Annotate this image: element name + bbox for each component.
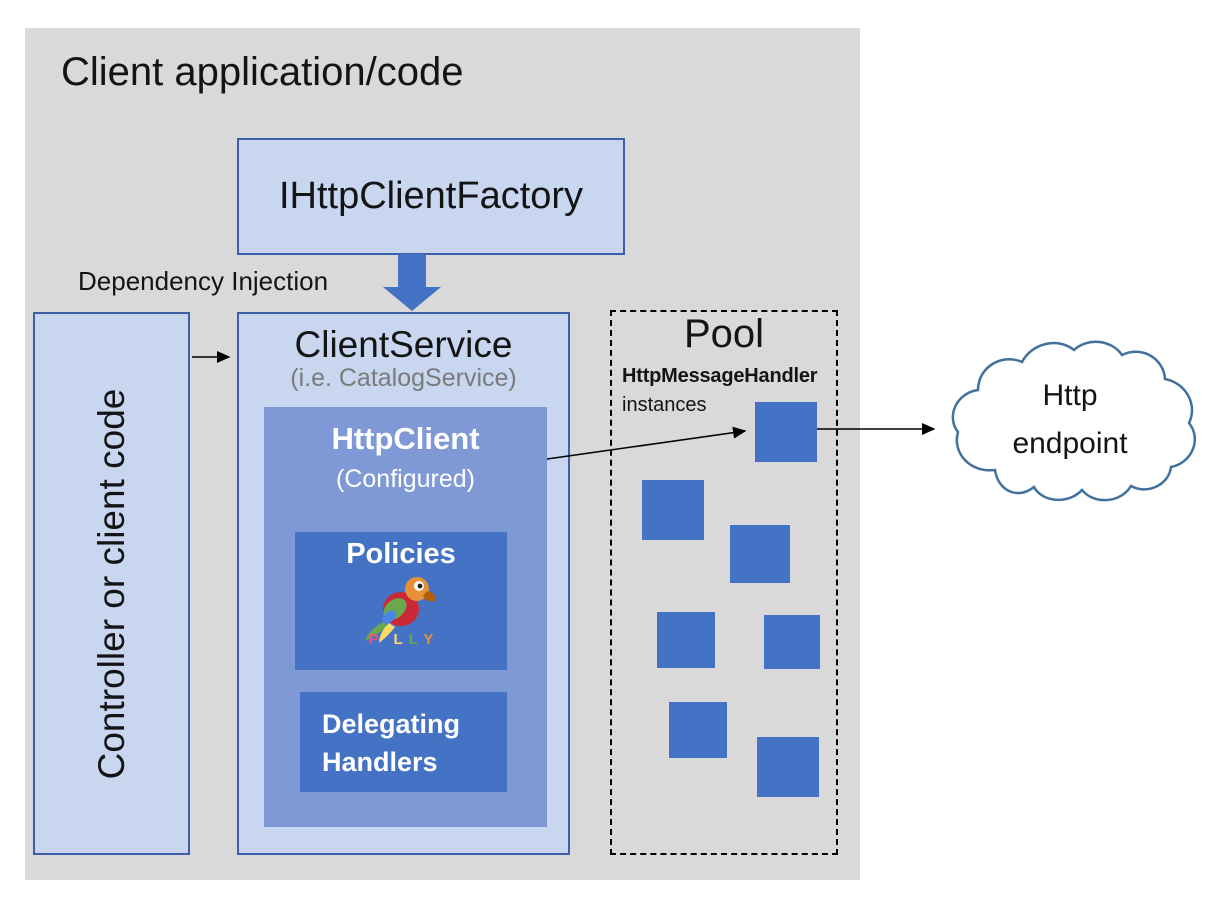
httpclient-title: HttpClient bbox=[331, 421, 480, 456]
delegating-handlers-box: Delegating Handlers bbox=[300, 692, 507, 792]
cloud-shape bbox=[951, 340, 1197, 502]
delegating-handlers-line2: Handlers bbox=[322, 747, 438, 777]
handler-instance-square bbox=[757, 737, 819, 797]
delegating-handlers-line1: Delegating bbox=[322, 709, 461, 739]
handler-instance-square bbox=[657, 612, 715, 668]
client-service-subtitle: (i.e. CatalogService) bbox=[290, 364, 517, 392]
handler-instance-square bbox=[669, 702, 727, 758]
http-endpoint-line1: Http bbox=[1042, 379, 1098, 412]
client-application-title: Client application/code bbox=[61, 50, 464, 94]
ihttpclientfactory-label: IHttpClientFactory bbox=[278, 175, 584, 217]
httpclient-subtitle: (Configured) bbox=[336, 465, 475, 493]
ihttpclientfactory-box: IHttpClientFactory bbox=[237, 138, 625, 255]
http-endpoint-label: Http endpoint bbox=[988, 372, 1152, 468]
handler-instance-square bbox=[730, 525, 790, 583]
parrot-tail-feather-yellow bbox=[379, 623, 395, 643]
controller-label: Controller or client code bbox=[90, 388, 132, 779]
handler-instance-square bbox=[764, 615, 820, 669]
pool-title: Pool bbox=[683, 312, 765, 356]
dependency-injection-label: Dependency Injection bbox=[78, 266, 329, 296]
handler-pool-box: Pool HttpMessageHandler instances bbox=[610, 310, 838, 855]
handler-instance-square bbox=[755, 402, 817, 462]
client-service-box: ClientService (i.e. CatalogService) Http… bbox=[237, 312, 570, 855]
controller-box: Controller or client code bbox=[33, 312, 190, 855]
client-service-title: ClientService bbox=[294, 324, 513, 365]
parrot-beak bbox=[423, 591, 436, 602]
policies-box: Policies P L L Y bbox=[295, 532, 507, 670]
parrot-wing-tip bbox=[382, 610, 396, 624]
httpclient-box: HttpClient (Configured) Policies P bbox=[264, 407, 547, 827]
polly-logo-letters: P L L Y bbox=[369, 631, 434, 648]
http-endpoint-cloud bbox=[951, 340, 1197, 502]
parrot-pupil bbox=[417, 583, 423, 589]
handler-instance-square bbox=[642, 480, 704, 540]
parrot-tail-feather-green bbox=[365, 621, 387, 641]
pool-type-label: HttpMessageHandler bbox=[622, 365, 818, 387]
http-endpoint-line2: endpoint bbox=[1012, 427, 1128, 460]
policies-label: Policies bbox=[346, 538, 456, 570]
pool-instances-label: instances bbox=[622, 394, 707, 416]
polly-parrot-logo: P L L Y bbox=[365, 577, 436, 648]
